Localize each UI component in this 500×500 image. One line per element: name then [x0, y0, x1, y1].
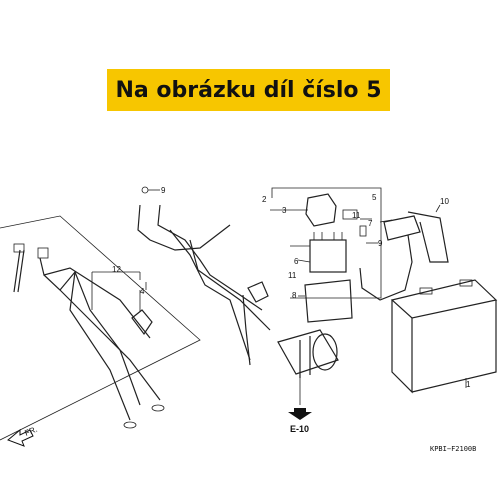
part-5-cover [383, 215, 421, 241]
callout-8: 8 [292, 291, 297, 300]
diagram-code: KPBI−F2100B [430, 445, 476, 453]
front-direction-arrow: FR. [7, 425, 39, 447]
callout-6: 6 [294, 257, 299, 266]
group-outline-right [271, 187, 382, 299]
leader-lines [145, 189, 467, 388]
fuse-7 [342, 209, 367, 237]
callout-11-top: 11 [352, 211, 361, 220]
battery-band [407, 211, 449, 263]
callout-2: 2 [262, 195, 267, 204]
relay-boot-8 [304, 279, 353, 323]
battery-cable [359, 215, 421, 301]
battery [390, 279, 498, 394]
terminal-cover-left [131, 290, 153, 336]
callout-5: 5 [372, 193, 377, 202]
reference-arrow: E-10 [288, 408, 312, 434]
callout-12: 12 [112, 265, 121, 274]
title-banner: Na obrázku díl číslo 5 [107, 69, 390, 111]
callout-1: 1 [466, 380, 471, 389]
front-label: FR. [23, 425, 38, 438]
callout-4-left: 4 [140, 287, 145, 296]
reference-label: E-10 [290, 424, 309, 434]
callout-10: 10 [440, 197, 449, 206]
relay-6 [309, 232, 347, 273]
harness-upper [137, 186, 271, 366]
title-text: Na obrázku díl číslo 5 [115, 77, 382, 103]
relay-cover-3 [305, 193, 337, 227]
terminal-cover-mid [247, 281, 269, 303]
callout-11-mid: 11 [288, 271, 297, 280]
callout-3: 3 [282, 206, 287, 215]
callout-9-right: 9 [378, 239, 383, 248]
callout-9-top: 9 [161, 186, 166, 195]
harness-left [13, 243, 165, 429]
group-outline-left [0, 215, 201, 441]
leader-12 [91, 271, 141, 310]
callout-7: 7 [368, 219, 373, 228]
starter-motor [277, 329, 339, 405]
